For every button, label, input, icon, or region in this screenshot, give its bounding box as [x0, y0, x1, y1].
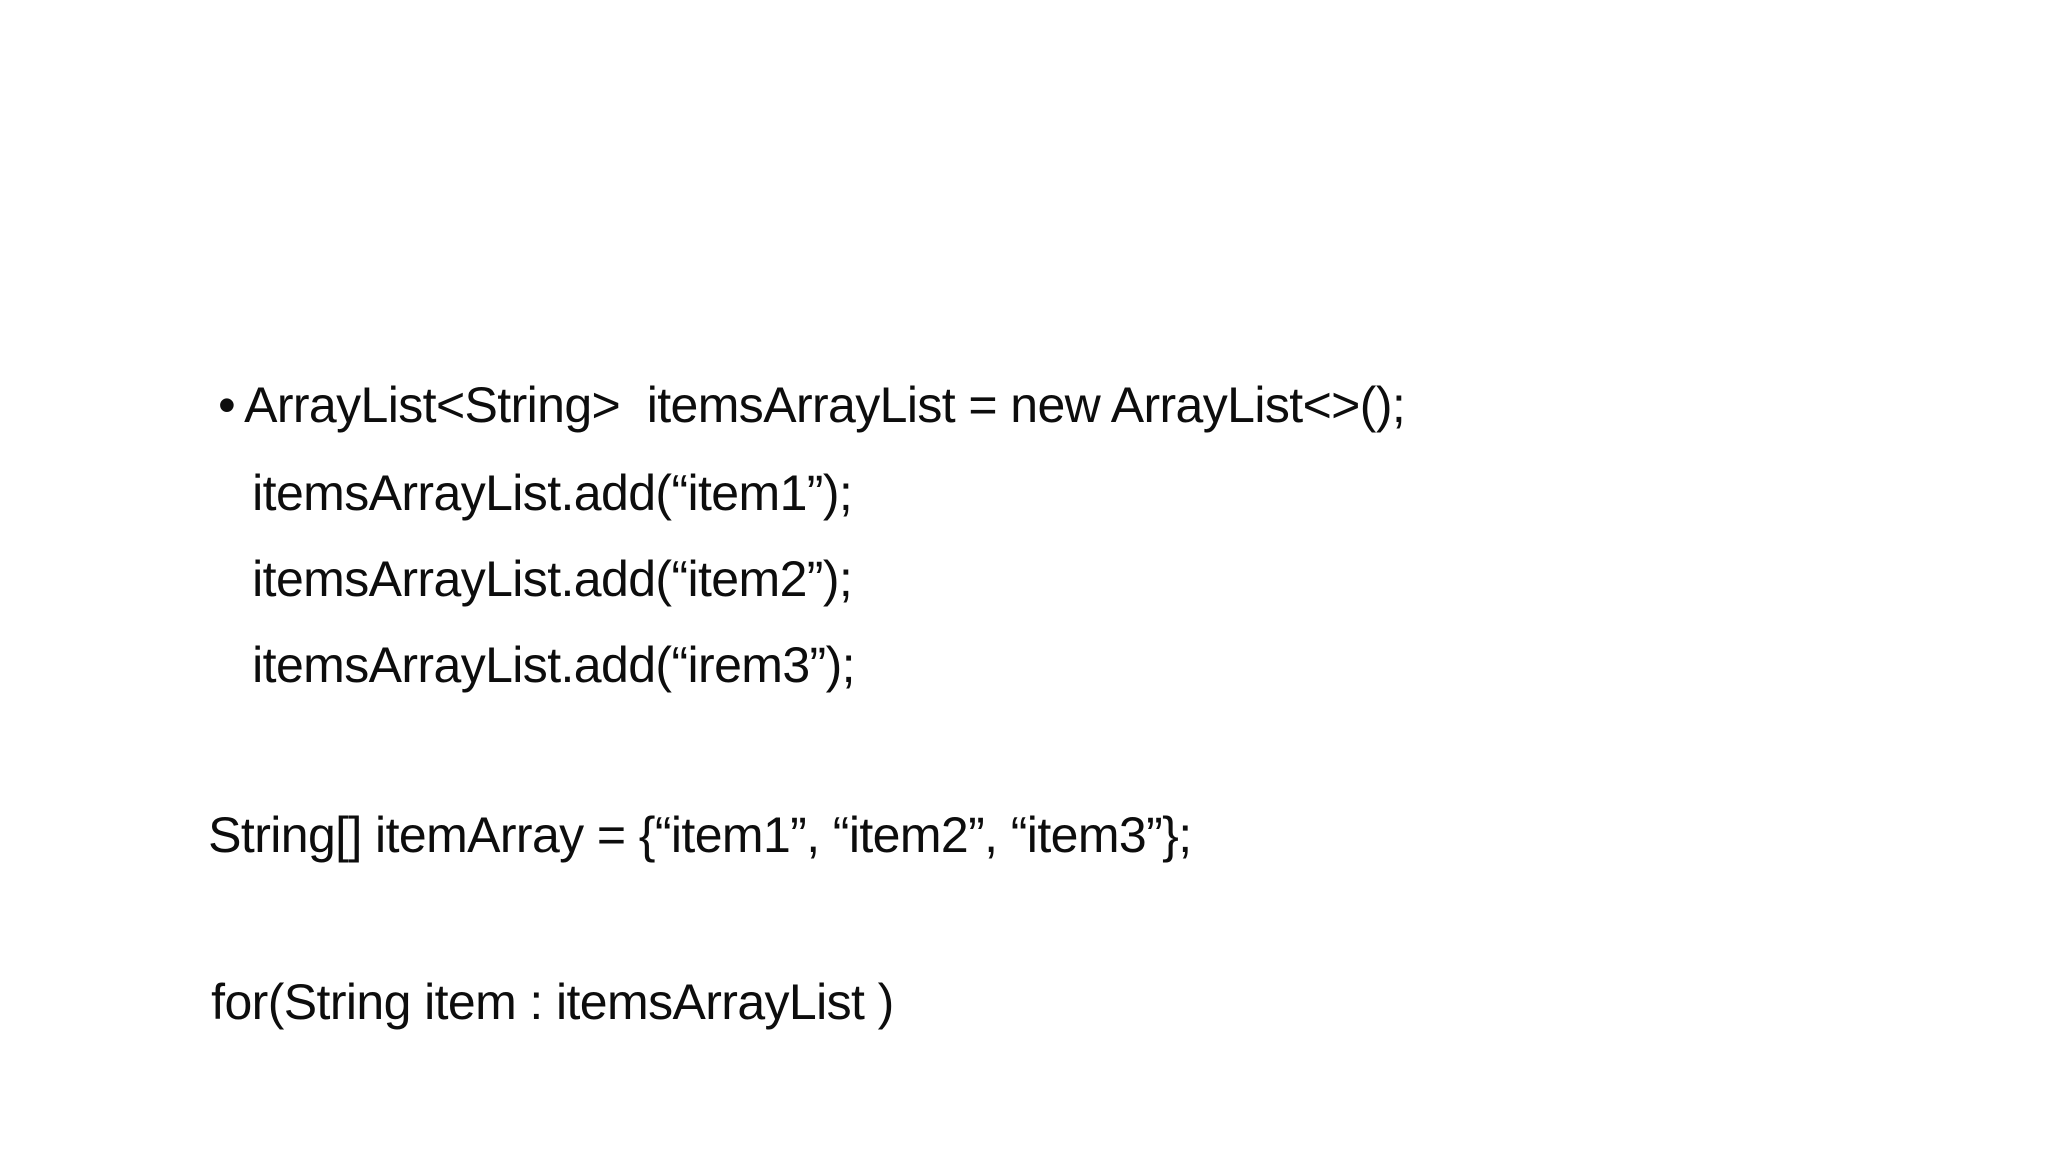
code-line-add-item3: itemsArrayList.add(“irem3”);	[199, 578, 855, 752]
code-text: ArrayList<String> itemsArrayList = new A…	[244, 377, 1406, 433]
code-text: itemsArrayList.add(“item2”);	[252, 551, 853, 607]
bullet-marker: •	[218, 377, 236, 433]
code-line-string-array: String[] itemArray = {“item1”, “item2”, …	[155, 748, 1192, 922]
code-text: String[] itemArray = {“item1”, “item2”, …	[208, 807, 1192, 863]
code-text: for(String item : itemsArrayList )	[211, 974, 894, 1030]
code-line-add-item1: itemsArrayList.add(“item1”);	[199, 406, 853, 580]
code-text: itemsArrayList.add(“irem3”);	[252, 637, 855, 693]
code-text: itemsArrayList.add(“item1”);	[252, 465, 853, 521]
code-line-for-loop: for(String item : itemsArrayList )	[158, 915, 894, 1089]
code-line-arraylist-declaration: •ArrayList<String> itemsArrayList = new …	[165, 318, 1406, 492]
code-line-add-item2: itemsArrayList.add(“item2”);	[199, 492, 853, 666]
